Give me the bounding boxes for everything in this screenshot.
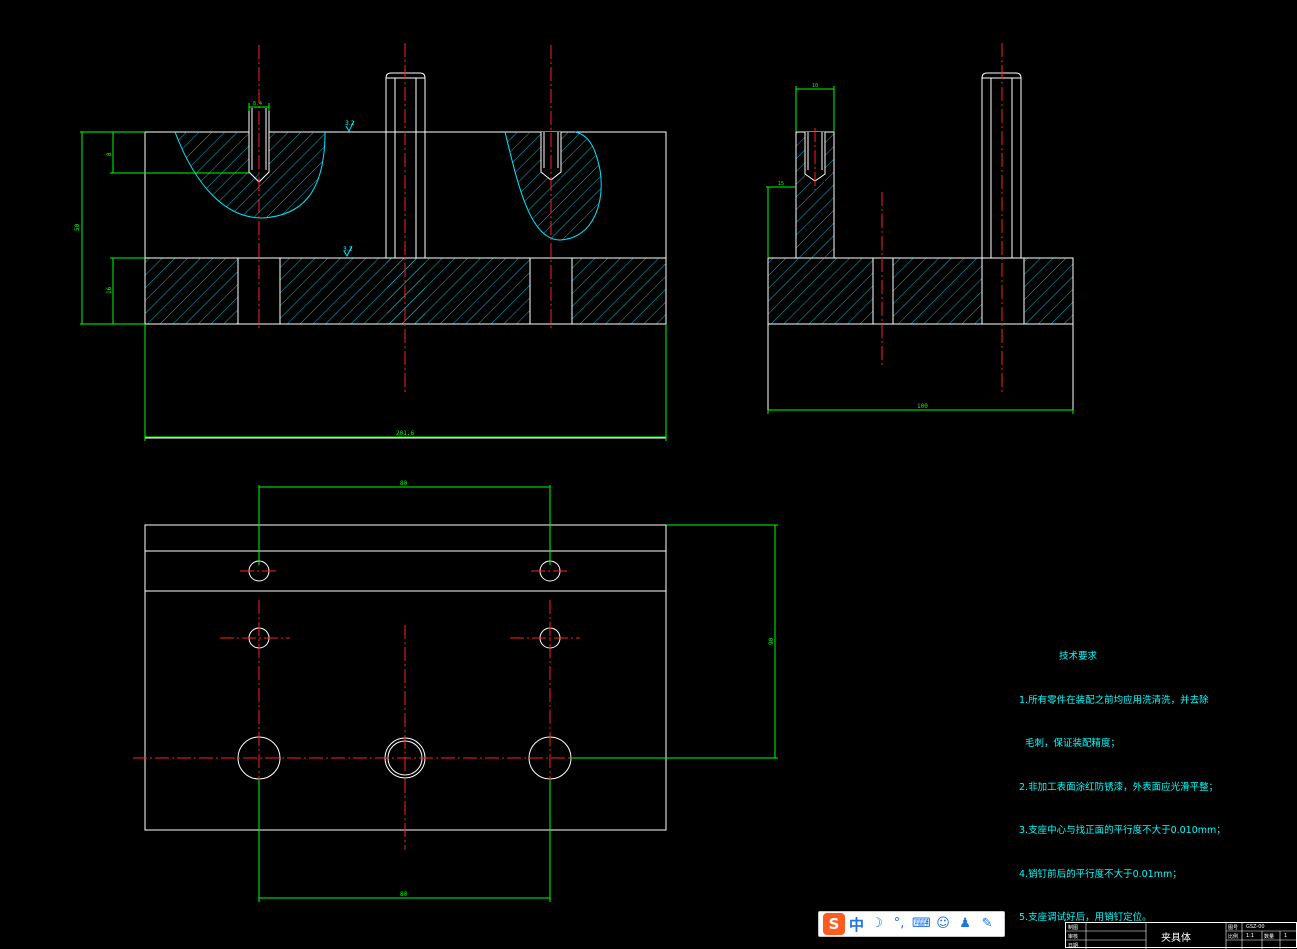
dim-front-height: 50 — [74, 131, 145, 325]
title-block: 制图 审核 日期 夹具体 图号 GSZ-00 比例 1:1 数量 1 — [1065, 922, 1297, 949]
dim-side-slot: 10 — [795, 83, 835, 132]
label-checked: 审核 — [1068, 934, 1079, 940]
tech-note-line: 毛刺，保证装配精度； — [1019, 738, 1121, 749]
dim-front-width: 201.6 — [144, 324, 667, 441]
quantity-value: 1 — [1284, 933, 1288, 939]
svg-text:3.2: 3.2 — [345, 120, 355, 127]
surface-mark-mid: 3.2 — [343, 245, 353, 258]
label-date: 日期 — [1068, 943, 1079, 949]
dim-hole-dia: 8.4 — [248, 101, 270, 111]
title-block-grid — [1066, 923, 1297, 949]
dim-hole-depth: 8 — [106, 131, 250, 174]
punctuation-icon[interactable]: °, — [893, 916, 905, 931]
label-drawing-no: 图号 — [1228, 925, 1239, 931]
part-name: 夹具体 — [1161, 933, 1191, 944]
dim-plan-height: 90 — [572, 524, 778, 759]
keyboard-icon[interactable]: ⌨ — [912, 916, 931, 931]
tech-note-line: 3.支座中心与找正面的平行度不大于0.010mm； — [1019, 825, 1226, 836]
dim-plan-top-span: 80 — [258, 480, 551, 565]
label-drawn: 制图 — [1068, 925, 1079, 931]
wrench-icon[interactable]: ✎ — [981, 916, 993, 931]
ime-toolbar[interactable]: S 中 ☽ °, ⌨ ☺ ♟ ✎ — [818, 911, 1005, 937]
moon-icon[interactable]: ☽ — [871, 916, 883, 931]
svg-text:16: 16 — [106, 286, 113, 294]
plan-view: 80 80 90 — [133, 480, 778, 902]
svg-text:10: 10 — [812, 83, 818, 89]
svg-text:15: 15 — [778, 181, 784, 187]
svg-text:100: 100 — [917, 403, 928, 410]
svg-text:90: 90 — [768, 637, 775, 645]
dim-plan-bottom-span: 80 — [258, 780, 551, 902]
tech-note-line: 4.销钉前后的平行度不大于0.01mm； — [1019, 868, 1182, 880]
drawing-number: GSZ-00 — [1246, 924, 1265, 930]
user-voice-icon[interactable]: ☺ — [936, 916, 950, 931]
tech-notes-title: 技术要求 — [1059, 651, 1098, 662]
svg-text:3.2: 3.2 — [343, 246, 353, 253]
sogou-logo-icon[interactable]: S — [823, 913, 845, 935]
dim-side-width: 100 — [767, 403, 1074, 414]
language-toggle[interactable]: 中 — [849, 915, 865, 934]
front-view: 3.2 3.2 50 8 16 8.4 — [74, 43, 667, 441]
dim-base-height: 16 — [106, 257, 145, 324]
scale-value: 1:1 — [1246, 933, 1255, 939]
dim-side-step: 15 — [766, 181, 796, 258]
svg-text:80: 80 — [400, 891, 408, 898]
tech-note-line: 1.所有零件在装配之前均应用洗清洗，并去除 — [1019, 694, 1209, 706]
svg-text:8.4: 8.4 — [253, 101, 262, 107]
svg-text:201.6: 201.6 — [396, 430, 414, 437]
side-view: 10 15 100 — [766, 43, 1074, 414]
svg-text:50: 50 — [74, 223, 81, 231]
technical-requirements: 技术要求 1.所有零件在装配之前均应用洗清洗，并去除 毛刺，保证装配精度； 2.… — [1019, 621, 1259, 940]
svg-text:8: 8 — [106, 152, 113, 156]
tech-note-line: 5.支座调试好后，用销钉定位。 — [1019, 912, 1152, 923]
shirt-icon[interactable]: ♟ — [959, 916, 971, 931]
tech-note-line: 2.非加工表面涂红防锈漆，外表面应光滑平整； — [1019, 781, 1219, 793]
surface-mark-top: 3.2 — [345, 120, 355, 133]
label-quantity: 数量 — [1264, 934, 1275, 940]
front-left-breakout — [175, 132, 325, 218]
side-base-section — [768, 258, 1073, 324]
front-right-breakout — [505, 132, 602, 240]
label-scale: 比例 — [1228, 934, 1239, 940]
svg-text:80: 80 — [400, 480, 408, 487]
